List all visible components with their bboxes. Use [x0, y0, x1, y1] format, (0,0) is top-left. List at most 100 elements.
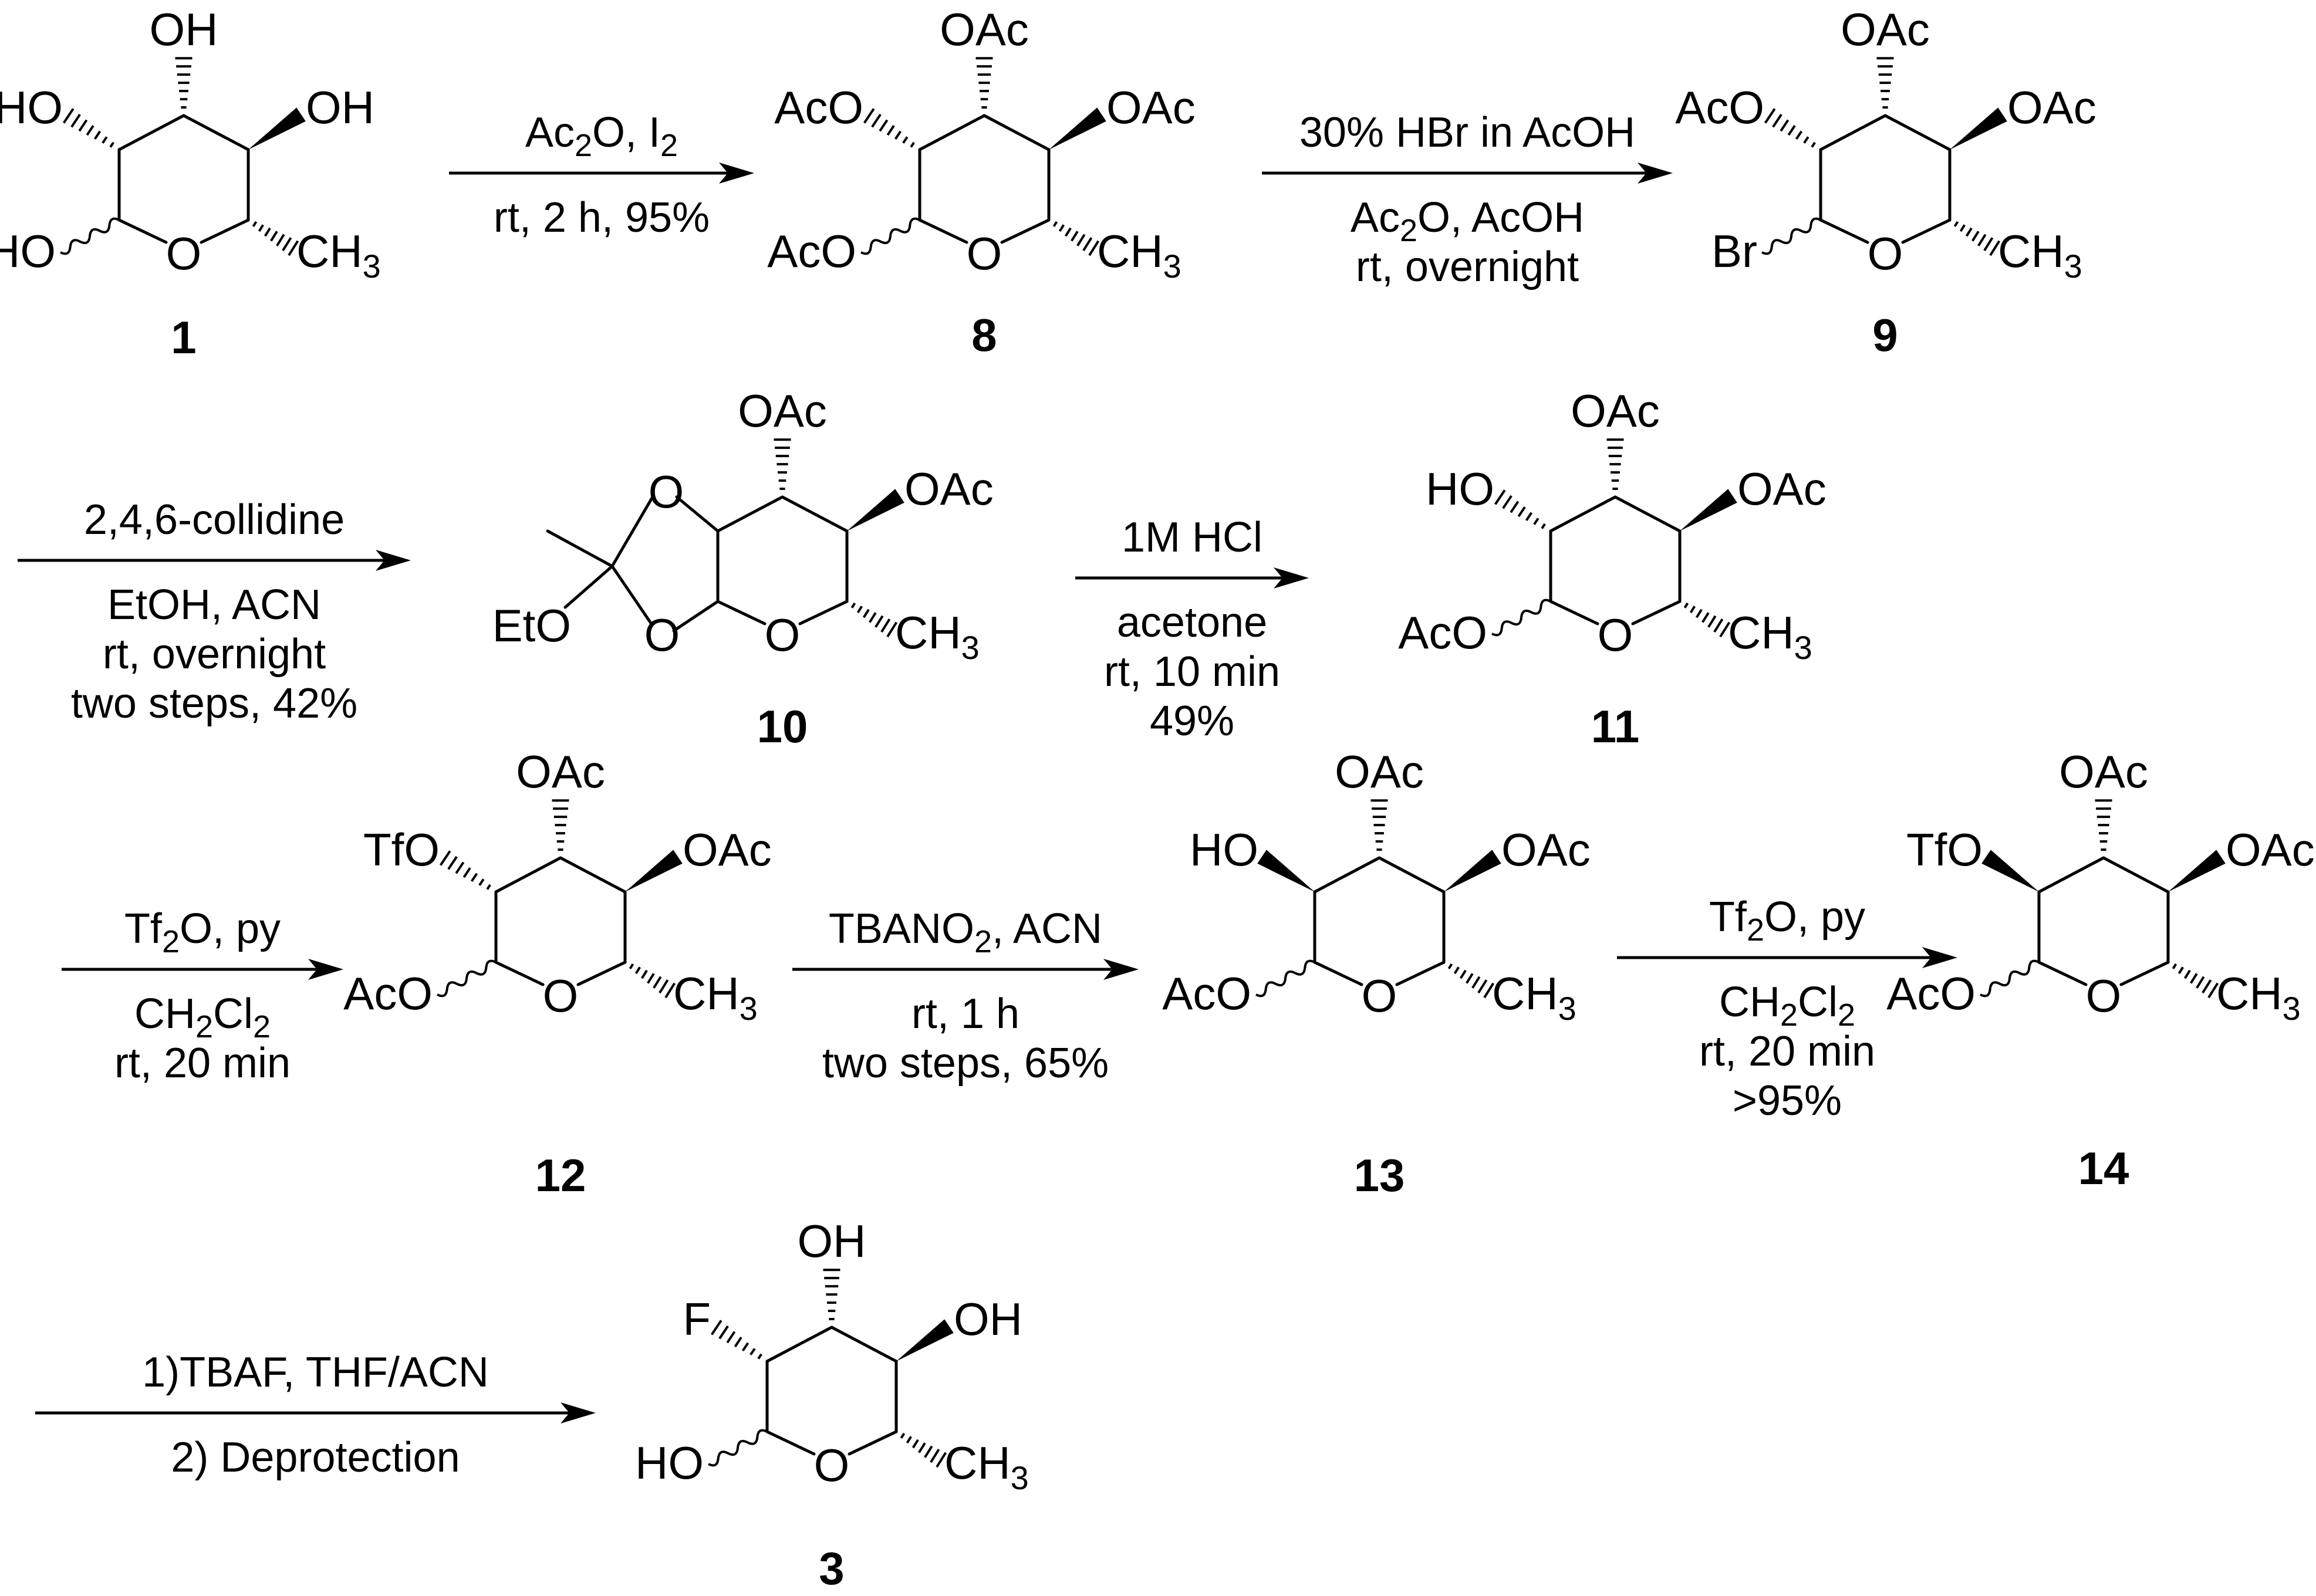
anomeric-substituent: Br	[1711, 225, 1757, 277]
condition-below: rt, overnight	[103, 631, 326, 678]
c4-wedge-bond	[625, 850, 683, 892]
reagent-above: 1)TBAF, THF/ACN	[142, 1349, 489, 1396]
c4-substituent: OH	[954, 1293, 1022, 1345]
ring-bond	[559, 856, 627, 894]
arrowhead	[1638, 163, 1673, 184]
ring-bond	[117, 218, 168, 244]
anomeric-wavy-bond	[1980, 959, 2040, 998]
methyl-hashed-bond	[850, 602, 898, 638]
c2-hashed-bond	[1764, 108, 1816, 148]
c4-substituent: OAc	[1106, 82, 1196, 133]
ring-bond	[1901, 218, 1952, 244]
ring-oxygen: O	[765, 609, 801, 661]
c3-substituent: OAc	[516, 746, 605, 797]
condition-below: EtOH, ACN	[107, 581, 321, 628]
orthoester-oxygen-1: O	[649, 466, 684, 518]
c2-substituent: HO	[0, 82, 63, 133]
c3-substituent: OH	[150, 4, 218, 55]
c2-substituent: TfO	[363, 824, 440, 875]
compound-number: 14	[2078, 1142, 2129, 1194]
compound-number: 3	[819, 1543, 844, 1594]
ring-oxygen: O	[814, 1439, 850, 1491]
c2-substituent: TfO	[1906, 824, 1983, 875]
reaction-arrows: Ac2​O, I2​rt, 2 h, 95% 30% HBr in AcOH Ac2…	[18, 109, 1957, 1481]
ring-bond	[494, 961, 545, 986]
ethoxy-label: EtO	[492, 600, 571, 651]
ring-bond	[830, 1326, 898, 1363]
reagent-above: Ac2​O, I2​	[525, 109, 678, 163]
methyl-hashed-bond	[1447, 963, 1495, 999]
ring-bond	[765, 1326, 833, 1363]
methyl-hashed-bond	[900, 1432, 947, 1468]
anomeric-wavy-bond	[60, 217, 120, 255]
ring-bond	[1313, 856, 1381, 894]
reagent-above: 30% HBr in AcOH	[1299, 109, 1635, 156]
ring-bond	[1549, 600, 1599, 625]
condition-below: CH2​Cl2​	[1719, 979, 1855, 1033]
ring-bond	[1313, 961, 1363, 986]
c3-substituent: OAc	[940, 4, 1029, 55]
methyl-label: CH3	[895, 607, 980, 666]
arrow-a1: Ac2​O, I2​rt, 2 h, 95%	[449, 109, 754, 241]
c3-hashed-bond	[975, 57, 993, 109]
condition-below: CH2​Cl2​	[134, 990, 271, 1044]
orthoester-bond	[675, 495, 720, 533]
compound-number: 9	[1872, 309, 1898, 361]
compound-number: 8	[971, 309, 997, 361]
c4-wedge-bond	[1680, 489, 1737, 531]
c3-hashed-bond	[552, 799, 569, 851]
compound-number: 12	[535, 1149, 586, 1201]
ring-bond	[1819, 218, 1869, 244]
anomeric-substituent: HO	[635, 1437, 704, 1489]
arrowhead	[1274, 567, 1309, 589]
orthoester-bond	[610, 494, 655, 568]
condition-below: 49%	[1150, 698, 1234, 745]
methyl-label: CH3	[1998, 225, 2082, 285]
ring-bond	[2037, 961, 2088, 986]
reagent-above: 1M HCl	[1122, 514, 1262, 561]
ring-bond	[1613, 495, 1682, 533]
ring-bond	[918, 218, 968, 244]
c4-substituent: OAc	[2007, 82, 2096, 133]
arrowhead	[561, 1402, 596, 1423]
ring-bond	[798, 600, 849, 625]
ring-oxygen: O	[166, 228, 202, 279]
anomeric-wavy-bond	[437, 959, 497, 998]
ring-oxygen: O	[1868, 228, 1903, 279]
c2-substituent: AcO	[1675, 82, 1764, 133]
orthoester-bond	[610, 564, 654, 627]
c3-hashed-bond	[1606, 438, 1624, 491]
c2-substituent: F	[683, 1293, 711, 1345]
methyl-hashed-bond	[2172, 963, 2219, 999]
c4-substituent: OAc	[904, 463, 994, 515]
ring-bond	[716, 495, 784, 533]
c3-substituent: OAc	[738, 385, 827, 437]
ring-oxygen: O	[543, 970, 579, 1022]
ring-bond	[2037, 856, 2105, 894]
ring-bond	[1378, 856, 1446, 894]
arrowhead	[1922, 947, 1957, 968]
c2-hashed-bond	[62, 108, 114, 148]
ring-bond	[200, 218, 250, 244]
c3-substituent: OAc	[2059, 746, 2148, 797]
anomeric-substituent: AcO	[1886, 968, 1976, 1019]
c4-substituent: OAc	[1737, 463, 1827, 515]
arrowhead	[308, 959, 343, 980]
c4-wedge-bond	[2168, 850, 2226, 892]
ring-bond	[1549, 495, 1617, 533]
anomeric-substituent: AcO	[767, 225, 856, 277]
orthoester-methyl-bond	[546, 529, 614, 568]
arrowhead	[1103, 959, 1139, 980]
ring-oxygen: O	[1598, 609, 1633, 661]
methyl-label: CH3	[2216, 968, 2301, 1027]
condition-below: >95%	[1733, 1077, 1842, 1124]
